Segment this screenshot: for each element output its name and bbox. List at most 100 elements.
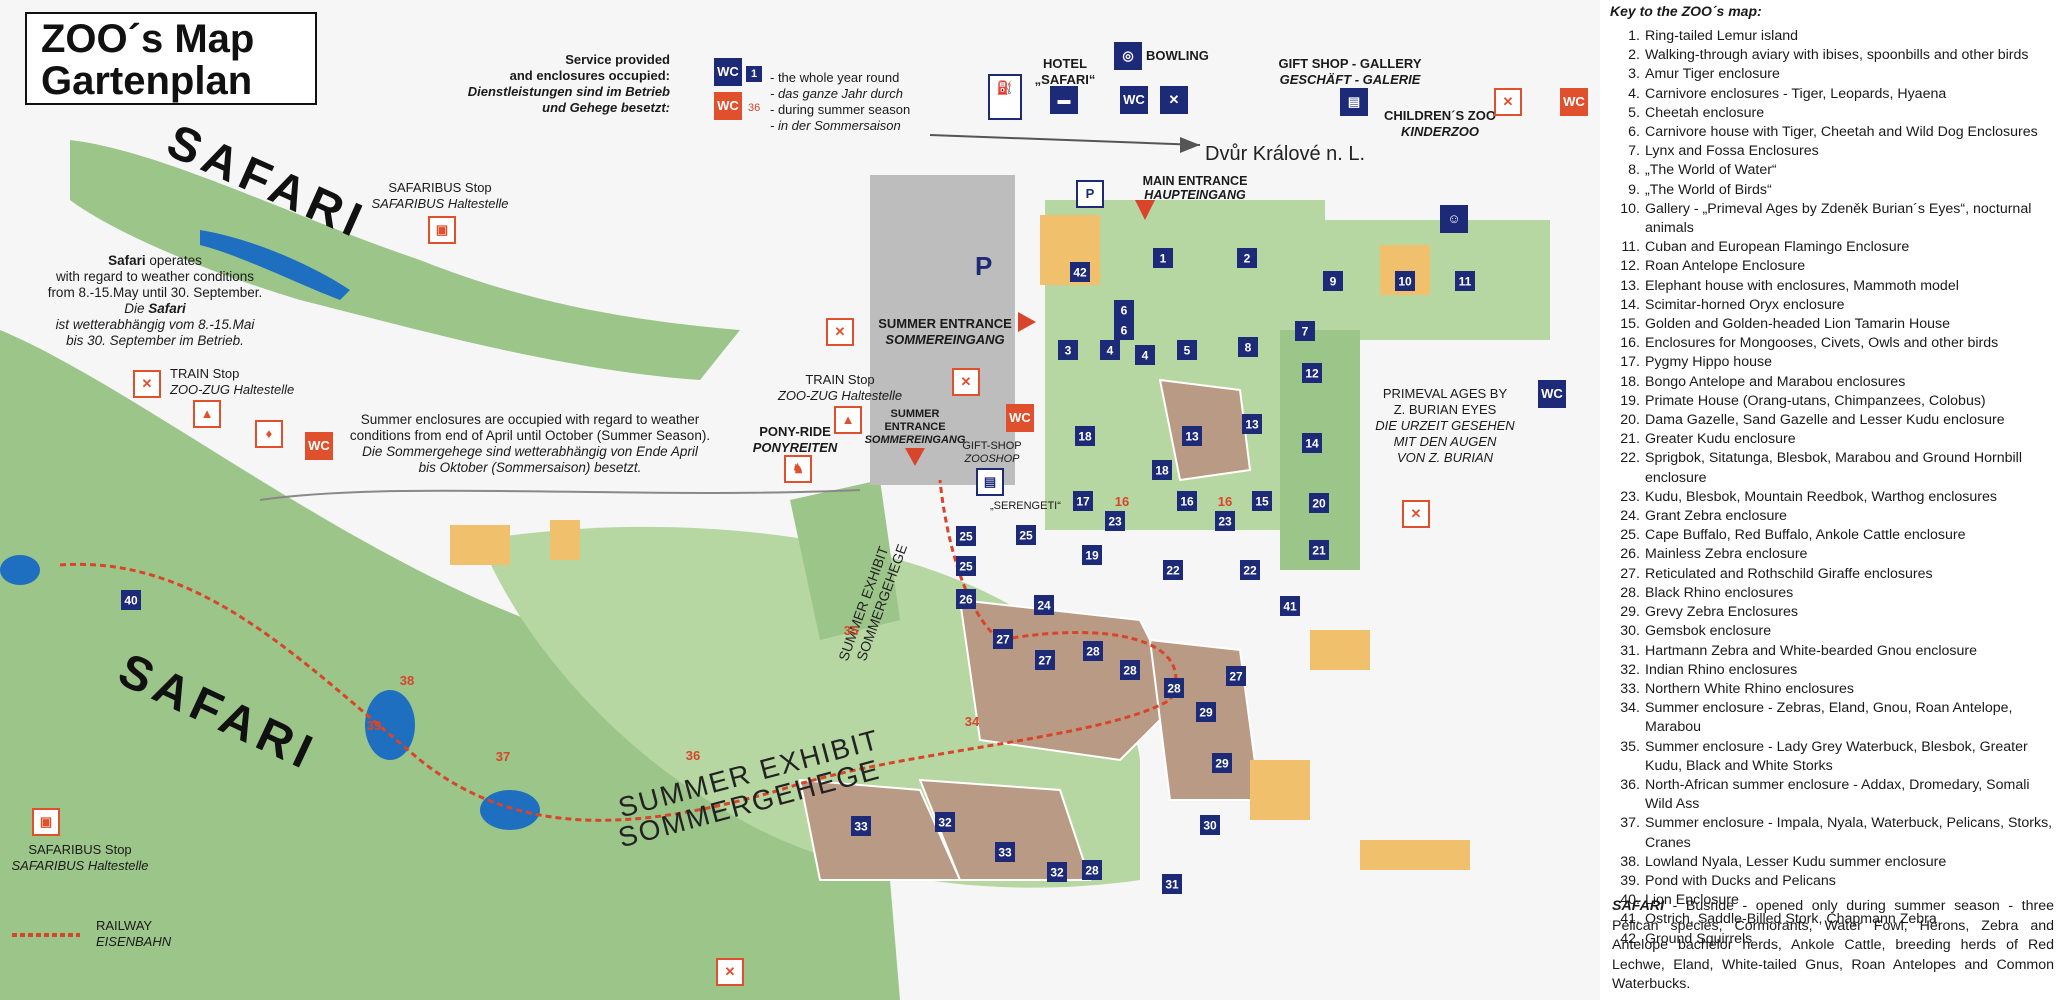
safaribus-icon-top: ▣ — [428, 216, 456, 244]
restaurant-icon-sum: ✕ — [826, 318, 854, 346]
key-item: 42.Ground Squirrels — [1608, 930, 2056, 949]
key-item: 2.Walking-through aviary with ibises, sp… — [1608, 46, 2056, 65]
key-item-number: 31. — [1620, 642, 1640, 659]
key-item: 30.Gemsbok enclosure — [1608, 622, 2056, 641]
main-entrance-marker — [1135, 200, 1155, 220]
enclosure-marker-number: 1 — [1160, 252, 1167, 266]
enclosure-marker: 20 — [1309, 493, 1329, 513]
fuel-icon: ⛽ — [988, 74, 1022, 120]
enclosure-marker: 17 — [1073, 491, 1093, 511]
enclosure-marker-number: 27 — [1038, 654, 1052, 668]
enclosure-marker-number: 28 — [1123, 664, 1137, 678]
safari-upper-area — [70, 140, 740, 380]
key-item: 28.Black Rhino enclosures — [1608, 584, 2056, 603]
safaribus-stop-top: SAFARIBUS Stop SAFARIBUS Haltestelle — [371, 180, 509, 211]
key-item: 5.Cheetah enclosure — [1608, 104, 2056, 123]
key-item-number: 8. — [1628, 162, 1640, 179]
summer-entrance-marker — [1018, 312, 1036, 332]
key-item-text: Summer enclosure - Impala, Nyala, Waterb… — [1645, 815, 2053, 851]
enclosure-marker-number: 7 — [1302, 325, 1309, 339]
enclosure-marker-number: 16 — [1180, 495, 1194, 509]
map-title-de: Gartenplan — [41, 59, 253, 103]
enclosure-marker: 25 — [956, 526, 976, 546]
parking-area — [870, 175, 1015, 485]
summer-enclosure-marker: 16 — [1115, 494, 1129, 509]
key-item-text: Enclosures for Mongooses, Civets, Owls a… — [1645, 335, 1999, 352]
enclosure-marker-number: 31 — [1165, 878, 1179, 892]
key-item: 21.Greater Kudu enclosure — [1608, 430, 2056, 449]
bowling-icon: ◎ — [1114, 42, 1142, 70]
key-item: 13.Elephant house with enclosures, Mammo… — [1608, 277, 2056, 296]
enclosure-marker: 33 — [995, 842, 1015, 862]
key-item-text: Pond with Ducks and Pelicans — [1645, 872, 1836, 889]
key-item-text: Scimitar-horned Oryx enclosure — [1645, 296, 1845, 313]
summer-enclosure-marker: 16 — [1218, 494, 1232, 509]
enclosure-marker-number: 28 — [1167, 682, 1181, 696]
hotel-icon: ▬ — [1050, 86, 1078, 114]
key-item-text: Cheetah enclosure — [1645, 104, 1765, 121]
enclosure-marker-number: 27 — [996, 633, 1010, 647]
enclosure-marker-number: 27 — [1229, 670, 1243, 684]
key-item: 34. Summer enclosure - Zebras, Eland, Gno… — [1608, 699, 2056, 737]
safaribus-icon-bottom: ▣ — [32, 808, 60, 836]
enclosure-marker-number: 33 — [998, 846, 1012, 860]
enclosure-marker: 29 — [1212, 753, 1232, 773]
key-item-number: 12. — [1620, 258, 1640, 275]
summer-enclosure-marker: 39 — [367, 718, 381, 733]
enclosure-marker-number: 8 — [1245, 341, 1252, 355]
enclosure-marker-number: 10 — [1398, 275, 1412, 289]
enclosure-marker-number: 29 — [1215, 757, 1229, 771]
key-item: 9.„The World of Birds“ — [1608, 181, 2056, 200]
children-zoo-icon: ☺ — [1440, 205, 1468, 233]
key-item-text: Bongo Antelope and Marabou enclosures — [1645, 373, 1906, 390]
key-item: 39.Pond with Ducks and Pelicans — [1608, 872, 2056, 891]
enclosure-marker: 15 — [1252, 491, 1272, 511]
parking-icon-small: P — [1076, 180, 1104, 208]
enclosure-marker: 31 — [1162, 874, 1182, 894]
key-item: 6.Carnivore house with Tiger, Cheetah an… — [1608, 123, 2056, 142]
enclosure-marker-number: 24 — [1037, 599, 1051, 613]
enclosure-marker-number: 22 — [1243, 564, 1257, 578]
main-road — [929, 134, 1201, 146]
key-item-number: 26. — [1620, 546, 1640, 563]
enclosure-marker-number: 22 — [1166, 564, 1180, 578]
enclosure-marker: 4 — [1135, 345, 1155, 365]
key-item: 26.Mainless Zebra enclosure — [1608, 545, 2056, 564]
serengeti-label: „SERENGETI“ — [990, 500, 1061, 512]
restaurant-icon-bottom: ✕ — [716, 958, 744, 986]
restaurant-icon-mid: ✕ — [952, 368, 980, 396]
enclosure-marker: 28 — [1083, 641, 1103, 661]
key-item-number: 14. — [1620, 296, 1640, 313]
key-item-number: 34. — [1620, 700, 1640, 717]
key-item-number: 27. — [1620, 565, 1640, 582]
water — [0, 230, 540, 830]
enclosure-marker: 3 — [1058, 340, 1078, 360]
key-item-number: 29. — [1620, 604, 1640, 621]
key-item: 25.Cape Buffalo, Red Buffalo, Ankole Cat… — [1608, 526, 2056, 545]
enclosure-marker-number: 5 — [1184, 344, 1191, 358]
wc-icon: WC — [305, 432, 333, 460]
enclosure-marker-number: 25 — [1019, 529, 1033, 543]
key-item-text: Gemsbok enclosure — [1645, 623, 1772, 640]
key-item-text: Ground Squirrels — [1645, 930, 1753, 947]
key-item: 22.Sprigbok, Sitatunga, Blesbok, Marabou… — [1608, 449, 2056, 487]
enclosure-marker: 14 — [1302, 433, 1322, 453]
enclosure-marker-number: 33 — [854, 820, 868, 834]
restaurant-icon-east: ✕ — [1402, 500, 1430, 528]
key-item-number: 2. — [1628, 47, 1640, 64]
key-item-text: Cuban and European Flamingo Enclosure — [1645, 239, 1910, 256]
enclosure-marker-number: 18 — [1078, 430, 1092, 444]
giftshop-zoo-label: GIFT-SHOP ZOOSHOP — [962, 440, 1022, 465]
enclosure-marker-number: 25 — [959, 530, 973, 544]
key-item: 1.Ring-tailed Lemur island — [1608, 27, 2056, 46]
restaurant-icon: ✕ — [133, 370, 161, 398]
enclosure-marker: 9 — [1323, 271, 1343, 291]
key-item-text: Indian Rhino enclosures — [1645, 661, 1798, 678]
key-item-number: 16. — [1620, 335, 1640, 352]
road-curve — [259, 489, 861, 501]
enclosure-marker: 6 — [1114, 320, 1134, 340]
key-item-text: Summer enclosure - Zebras, Eland, Gnou, … — [1645, 700, 2013, 736]
sample-number-year: 1 — [746, 66, 762, 82]
